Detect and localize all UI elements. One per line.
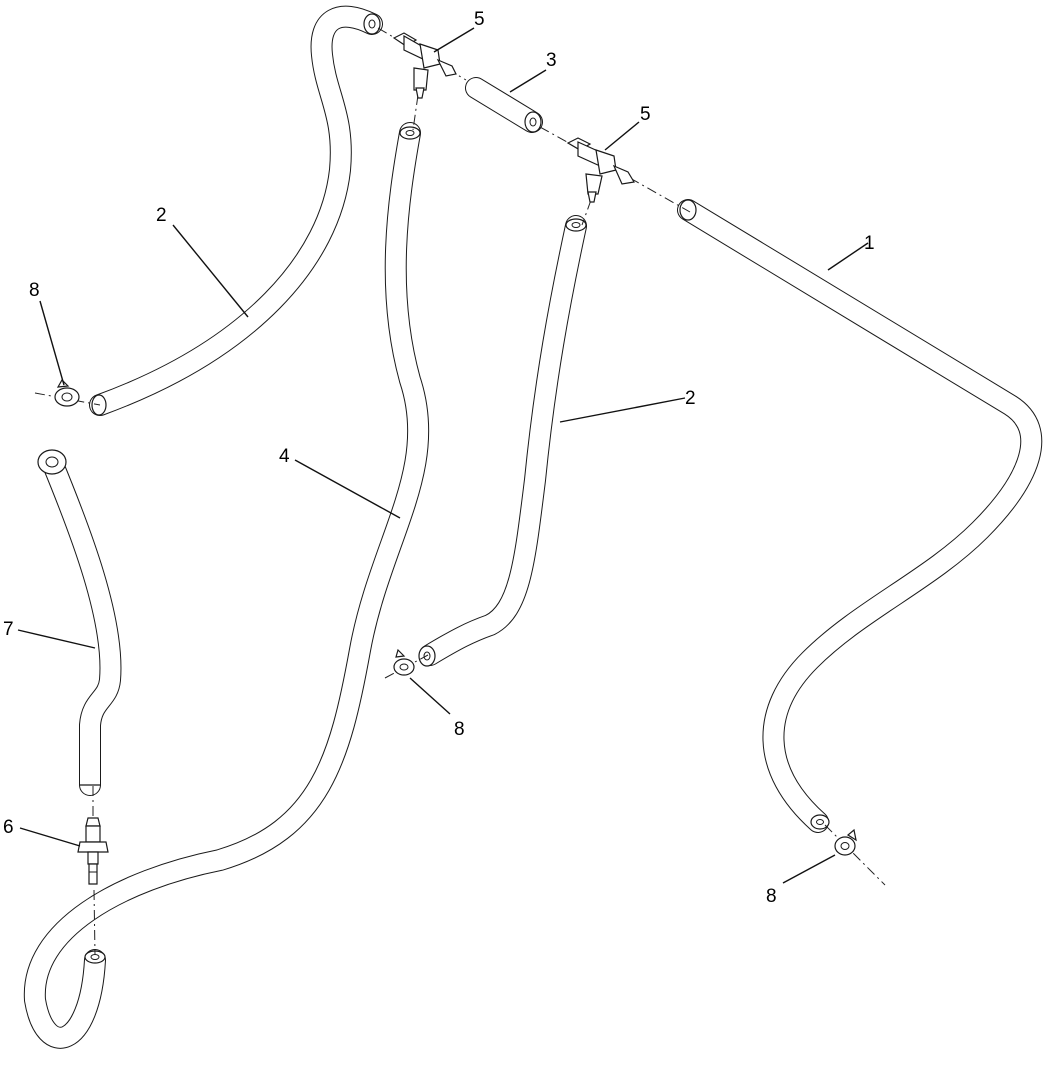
callout-7: 7 bbox=[3, 619, 14, 640]
callout-4: 4 bbox=[279, 446, 290, 467]
callout-8-right: 8 bbox=[766, 886, 777, 907]
callout-2-upper: 2 bbox=[156, 205, 167, 226]
hose-1-long-right bbox=[677, 199, 1043, 833]
callout-2-right: 2 bbox=[685, 388, 696, 409]
callout-labels: 1 2 2 3 4 5 5 6 7 8 8 8 bbox=[3, 9, 875, 907]
clamp-8-left bbox=[54, 379, 80, 407]
connector-6 bbox=[77, 817, 109, 885]
hose-7-left bbox=[37, 449, 122, 796]
tee-fitting-5-upper bbox=[392, 32, 457, 99]
callout-6: 6 bbox=[3, 817, 14, 838]
hose-2-right-middle bbox=[418, 215, 587, 667]
callout-8-center: 8 bbox=[454, 719, 465, 740]
assembly-center-lines bbox=[34, 27, 886, 956]
callout-5-lower: 5 bbox=[640, 104, 651, 125]
clamp-8-center bbox=[393, 648, 415, 676]
callout-8-left: 8 bbox=[29, 280, 40, 301]
hose-2-upper-left bbox=[89, 5, 383, 416]
clamp-8-right bbox=[834, 828, 857, 856]
hose-3-short bbox=[465, 77, 543, 133]
callout-5-upper: 5 bbox=[474, 9, 485, 30]
callout-1: 1 bbox=[864, 233, 875, 254]
callout-3: 3 bbox=[546, 50, 557, 71]
leader-lines bbox=[17, 27, 869, 884]
hose-4-long bbox=[23, 122, 430, 1049]
tee-fitting-5-lower bbox=[566, 137, 635, 203]
